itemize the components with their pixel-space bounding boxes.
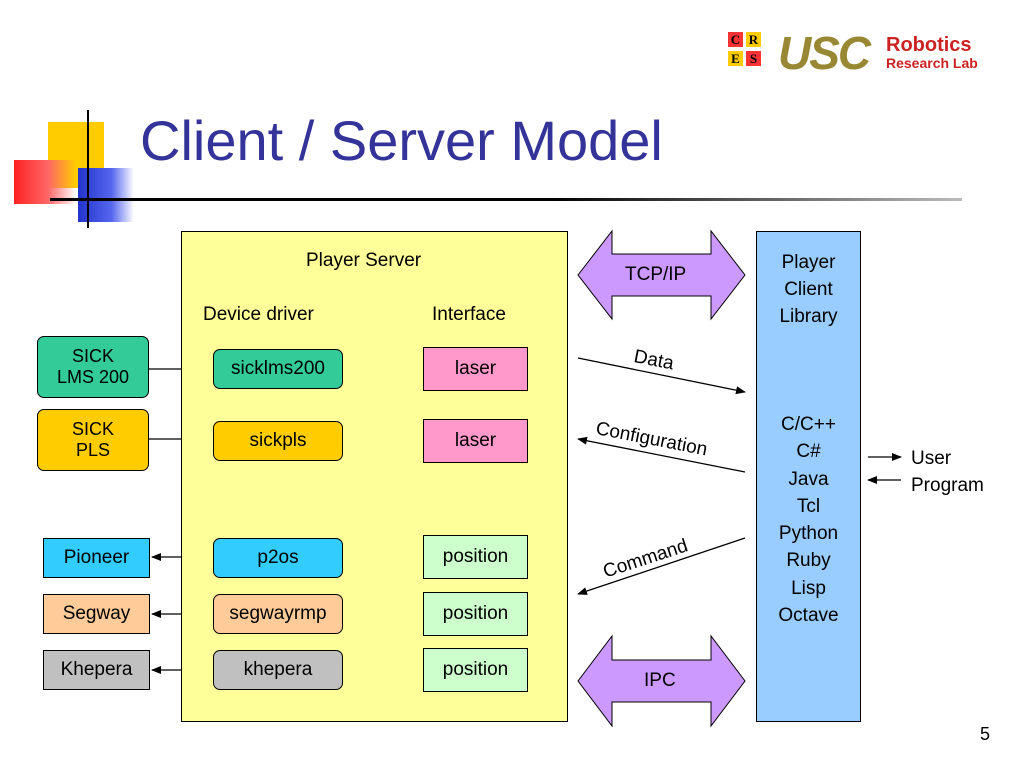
interface-position-1: position (423, 535, 528, 579)
tcpip-double-arrow (577, 229, 746, 321)
device-segway: Segway (43, 594, 150, 634)
device-sick-pls: SICK PLS (37, 409, 149, 471)
language-item: Tcl (796, 495, 821, 517)
driver-sickpls: sickpls (213, 421, 343, 461)
device-khepera: Khepera (43, 650, 150, 690)
interface-heading: Interface (432, 304, 506, 325)
arrow-configuration (577, 436, 746, 473)
driver-khepera: khepera (213, 650, 343, 690)
page-number: 5 (980, 724, 991, 744)
player-server-title: Player Server (306, 250, 422, 271)
language-item: Ruby (786, 550, 831, 572)
driver-p2os: p2os (213, 538, 343, 578)
arrow-data (577, 357, 746, 395)
device-sick-lms-200: SICK LMS 200 (37, 336, 149, 398)
ipc-label: IPC (644, 670, 676, 691)
language-item: C/C++ (781, 414, 836, 435)
logo-robotics: Robotics (886, 34, 972, 56)
client-library-title: Player Client Library (779, 252, 838, 327)
interface-position-3: position (423, 648, 528, 692)
interface-laser-1: laser (423, 347, 528, 391)
language-item: Python (778, 523, 839, 545)
cres-logo: C R E S (726, 30, 766, 72)
language-item: C# (796, 441, 821, 463)
ipc-double-arrow (577, 634, 746, 728)
device-driver-heading: Device driver (203, 304, 314, 325)
player-server-box (181, 231, 568, 722)
usc-logo-text: USC (778, 27, 871, 79)
language-item: Java (788, 468, 829, 490)
driver-sicklms200: sicklms200 (213, 349, 343, 389)
interface-position-2: position (423, 592, 528, 636)
arrow-command (577, 537, 746, 595)
slide-title: Client / Server Model (140, 109, 663, 172)
language-item: Octave (778, 605, 839, 627)
user-program-label: User Program (911, 448, 984, 496)
tcpip-label: TCP/IP (625, 264, 687, 285)
driver-segwayrmp: segwayrmp (213, 594, 343, 634)
client-languages-list: C/C++ C# Java Tcl Python Ruby Lisp Octav… (756, 411, 861, 629)
logo-research-lab: Research Lab (886, 55, 978, 71)
device-pioneer: Pioneer (43, 538, 150, 578)
interface-laser-2: laser (423, 419, 528, 463)
language-item: Lisp (791, 577, 826, 599)
player-client-library-box (756, 231, 861, 722)
